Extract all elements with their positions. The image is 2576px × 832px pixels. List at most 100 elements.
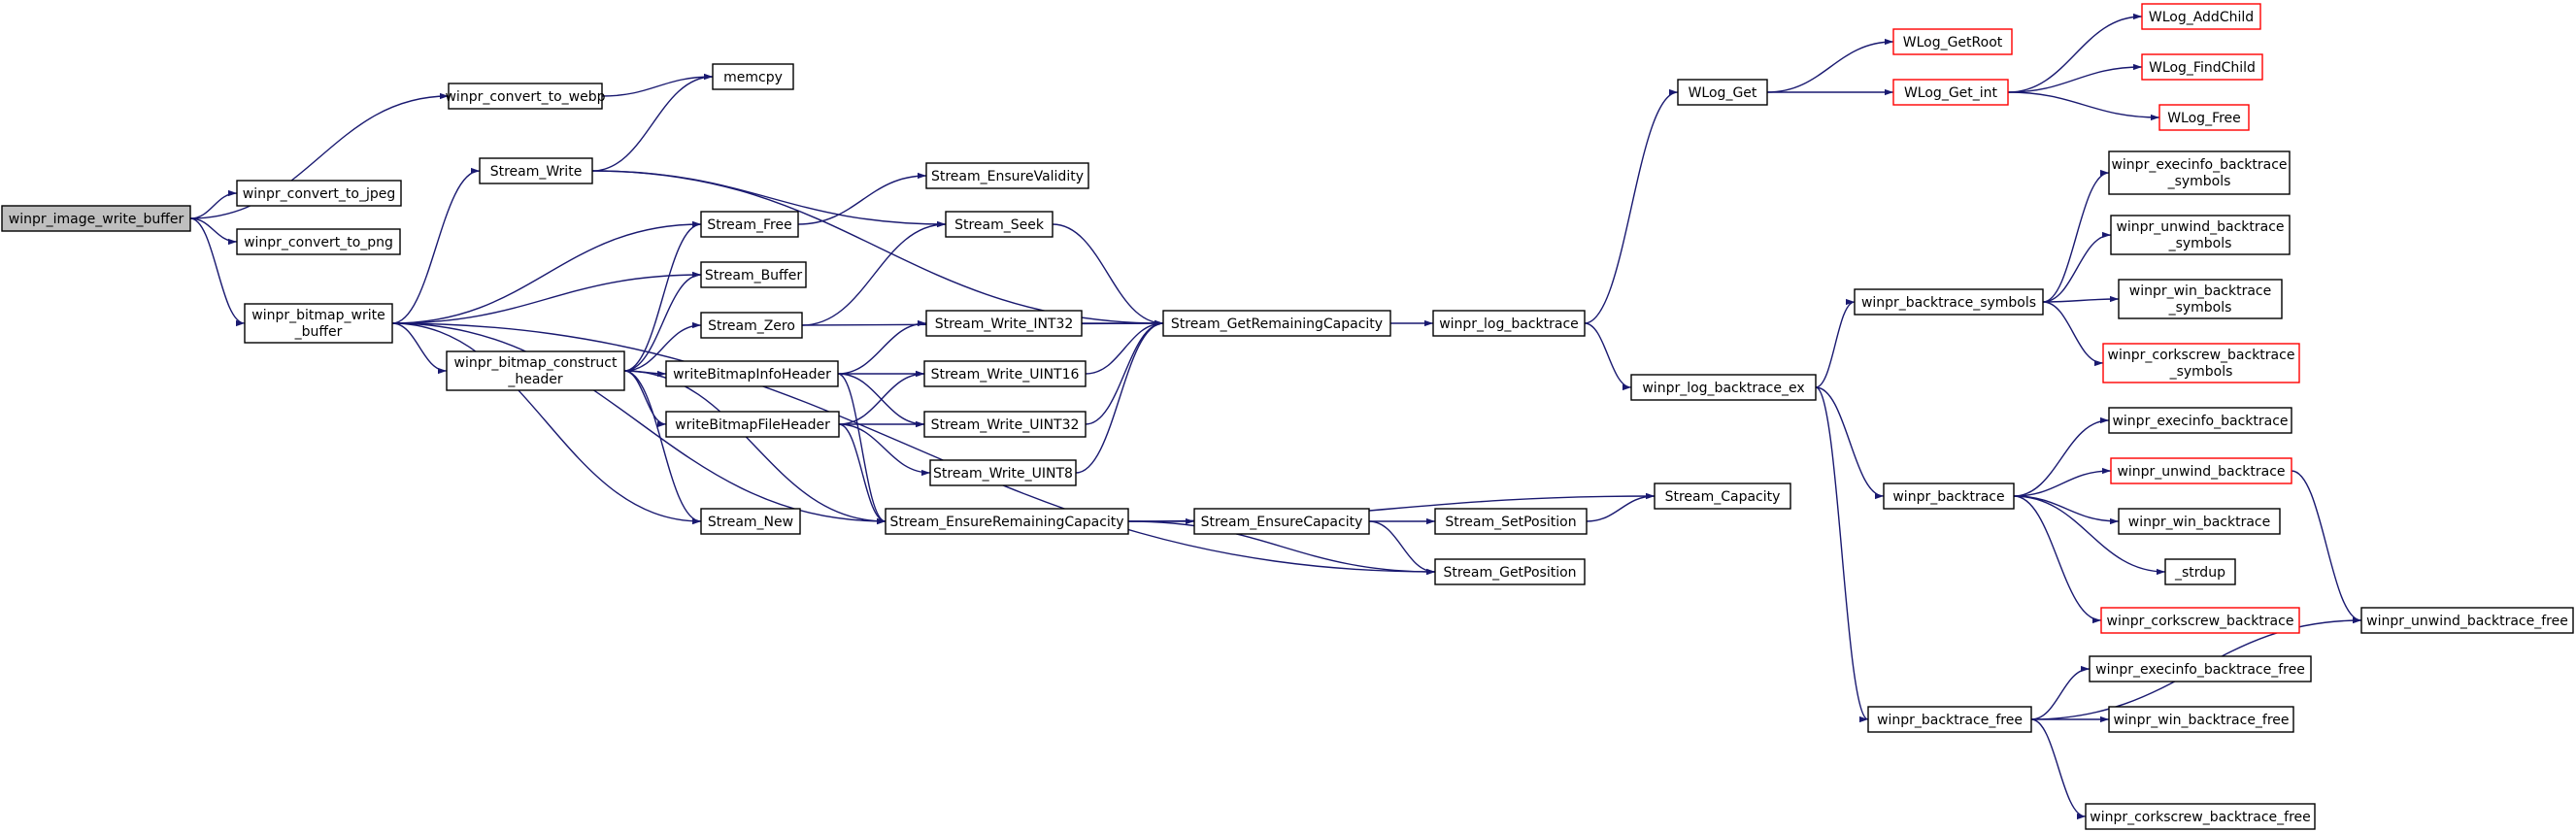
node-winpr-win-backtrace[interactable]: winpr_win_backtrace: [2118, 508, 2281, 535]
node-winpr-execinfo-backtrace[interactable]: winpr_execinfo_backtrace: [2108, 407, 2292, 434]
node-label: Stream_Write_UINT16: [931, 367, 1080, 383]
node-winpr-convert-to-png[interactable]: winpr_convert_to_png: [236, 228, 401, 255]
edge-path: [1085, 319, 1164, 375]
edge-path: [623, 271, 702, 372]
node-label: Stream_Write: [490, 164, 583, 180]
node-label: winpr_corkscrew_backtrace_free: [2090, 810, 2311, 825]
edge-path: [2013, 495, 2102, 624]
edge-winpr-log-backtrace-ex-to-winpr-backtrace: [1815, 386, 1885, 500]
node-label: winpr_bitmap_construct_header: [454, 355, 618, 387]
node-winpr-unwind-backtrace[interactable]: winpr_unwind_backtrace: [2110, 457, 2292, 484]
node-winpr-backtrace[interactable]: winpr_backtrace: [1883, 483, 2015, 510]
node-wlog-get-int[interactable]: WLog_Get_int: [1892, 79, 2009, 106]
node-label: winpr_log_backtrace: [1439, 316, 1579, 332]
node-strdup[interactable]: _strdup: [2164, 558, 2236, 585]
node-stream-write-int32[interactable]: Stream_Write_INT32: [925, 310, 1083, 337]
node-box: [236, 228, 401, 255]
edge-path: [838, 423, 931, 477]
node-wlog-get[interactable]: WLog_Get: [1677, 79, 1768, 106]
node-winpr-corkscrew-backtrace[interactable]: winpr_corkscrew_backtrace: [2100, 607, 2300, 634]
node-winpr-log-backtrace-ex[interactable]: winpr_log_backtrace_ex: [1630, 374, 1817, 401]
node-stream-setposition[interactable]: Stream_SetPosition: [1434, 508, 1588, 535]
node-wlog-getroot[interactable]: WLog_GetRoot: [1892, 28, 2013, 55]
edge-path: [591, 170, 1164, 327]
node-wlog-findchild[interactable]: WLog_FindChild: [2141, 53, 2263, 81]
node-label-line: winpr_win_backtrace: [2129, 283, 2271, 299]
node-box: [2360, 607, 2574, 634]
node-label-line: _symbols: [2167, 174, 2231, 189]
node-box: [236, 180, 402, 207]
node-winpr-convert-to-webp[interactable]: winpr_convert_to_webp: [445, 83, 606, 110]
node-stream-zero[interactable]: Stream_Zero: [700, 312, 803, 339]
node-winpr-unwind-backtrace-free[interactable]: winpr_unwind_backtrace_free: [2360, 607, 2574, 634]
node-winpr-win-backtrace-free[interactable]: winpr_win_backtrace_free: [2108, 706, 2294, 733]
node-winpr-corkscrew-backtrace-free[interactable]: winpr_corkscrew_backtrace_free: [2085, 803, 2316, 830]
edge-writebitmapfileheader-to-stream-write-uint16: [838, 370, 925, 425]
node-box: [1193, 508, 1370, 535]
node-wlog-free[interactable]: WLog_Free: [2158, 104, 2250, 131]
edge-path: [1584, 322, 1632, 391]
edge-path: [801, 220, 947, 326]
node-stream-new[interactable]: Stream_New: [700, 508, 801, 535]
edge-wlog-get-to-wlog-getroot: [1766, 38, 1894, 93]
node-label: Stream_Zero: [708, 318, 795, 334]
edge-winpr-log-backtrace-to-wlog-get: [1584, 88, 1679, 324]
node-stream-free[interactable]: Stream_Free: [700, 211, 799, 238]
node-box: [885, 508, 1129, 535]
node-wlog-addchild[interactable]: WLog_AddChild: [2141, 3, 2261, 30]
edge-stream-write-uint32-to-stream-getremainingcapacity: [1085, 319, 1164, 425]
node-winpr-execinfo-backtrace-free[interactable]: winpr_execinfo_backtrace_free: [2089, 655, 2312, 682]
node-winpr-unwind-backtrace-symbols[interactable]: winpr_unwind_backtrace_symbols: [2110, 215, 2291, 255]
node-winpr-win-backtrace-symbols[interactable]: winpr_win_backtrace_symbols: [2118, 279, 2283, 319]
node-writebitmapfileheader[interactable]: writeBitmapFileHeader: [665, 411, 840, 438]
node-stream-ensureremainingcapacity[interactable]: Stream_EnsureRemainingCapacity: [885, 508, 1129, 535]
node-winpr-backtrace-symbols[interactable]: winpr_backtrace_symbols: [1854, 288, 2044, 316]
node-stream-buffer[interactable]: Stream_Buffer: [700, 261, 807, 288]
node-box: [700, 508, 801, 535]
node-label: WLog_GetRoot: [1903, 35, 2003, 50]
edge-path: [837, 373, 887, 525]
node-stream-getremainingcapacity[interactable]: Stream_GetRemainingCapacity: [1162, 310, 1391, 337]
node-winpr-execinfo-backtrace-symbols[interactable]: winpr_execinfo_backtrace_symbols: [2108, 150, 2291, 195]
edge-layer: [189, 13, 2362, 820]
edge-winpr-bitmap-write-buffer-to-stream-ensureremainingcapacity: [391, 322, 887, 525]
node-stream-seek[interactable]: Stream_Seek: [945, 211, 1054, 238]
node-winpr-bitmap-write-buffer[interactable]: winpr_bitmap_write_buffer: [244, 303, 393, 344]
edge-stream-write-to-stream-getremainingcapacity: [591, 170, 1164, 327]
edge-writebitmapfileheader-to-stream-ensureremainingcapacity: [838, 423, 887, 525]
node-winpr-convert-to-jpeg[interactable]: winpr_convert_to_jpeg: [236, 180, 402, 207]
node-box: [700, 312, 803, 339]
edge-winpr-backtrace-symbols-to-winpr-corkscrew-backtrace-symbols: [2042, 301, 2104, 367]
node-stream-write-uint16[interactable]: Stream_Write_UINT16: [923, 360, 1087, 387]
node-winpr-bitmap-construct-header[interactable]: winpr_bitmap_construct_header: [446, 350, 625, 391]
node-stream-ensurevalidity[interactable]: Stream_EnsureValidity: [925, 162, 1089, 189]
edge-stream-zero-to-stream-seek: [801, 220, 947, 326]
node-label: writeBitmapInfoHeader: [673, 367, 831, 383]
node-stream-getposition[interactable]: Stream_GetPosition: [1434, 558, 1586, 585]
node-winpr-image-write-buffer[interactable]: winpr_image_write_buffer: [1, 205, 191, 232]
node-label: WLog_FindChild: [2149, 60, 2256, 76]
node-winpr-log-backtrace[interactable]: winpr_log_backtrace: [1432, 310, 1586, 337]
node-box: [1892, 28, 2013, 55]
node-winpr-backtrace-free[interactable]: winpr_backtrace_free: [1867, 706, 2032, 733]
node-stream-write-uint32[interactable]: Stream_Write_UINT32: [923, 411, 1087, 438]
node-label: _strdup: [2174, 565, 2225, 581]
node-stream-write-uint8[interactable]: Stream_Write_UINT8: [929, 459, 1077, 486]
node-label-line: winpr_corkscrew_backtrace: [2108, 348, 2295, 363]
node-writebitmapinfoheader[interactable]: writeBitmapInfoHeader: [665, 360, 839, 387]
node-box: [665, 411, 840, 438]
node-stream-write[interactable]: Stream_Write: [479, 157, 593, 184]
edge-winpr-backtrace-to-winpr-corkscrew-backtrace: [2013, 495, 2102, 624]
edge-stream-setposition-to-stream-capacity: [1586, 492, 1656, 522]
node-box: [712, 63, 794, 90]
node-winpr-corkscrew-backtrace-symbols[interactable]: winpr_corkscrew_backtrace_symbols: [2102, 343, 2300, 383]
node-label: winpr_execinfo_backtrace: [2112, 414, 2288, 429]
node-stream-ensurecapacity[interactable]: Stream_EnsureCapacity: [1193, 508, 1370, 535]
edge-path: [837, 319, 927, 375]
node-box: [2158, 104, 2250, 131]
edge-path: [797, 172, 927, 225]
node-memcpy[interactable]: memcpy: [712, 63, 794, 90]
node-stream-capacity[interactable]: Stream_Capacity: [1654, 483, 1791, 510]
edge-path: [391, 271, 702, 324]
